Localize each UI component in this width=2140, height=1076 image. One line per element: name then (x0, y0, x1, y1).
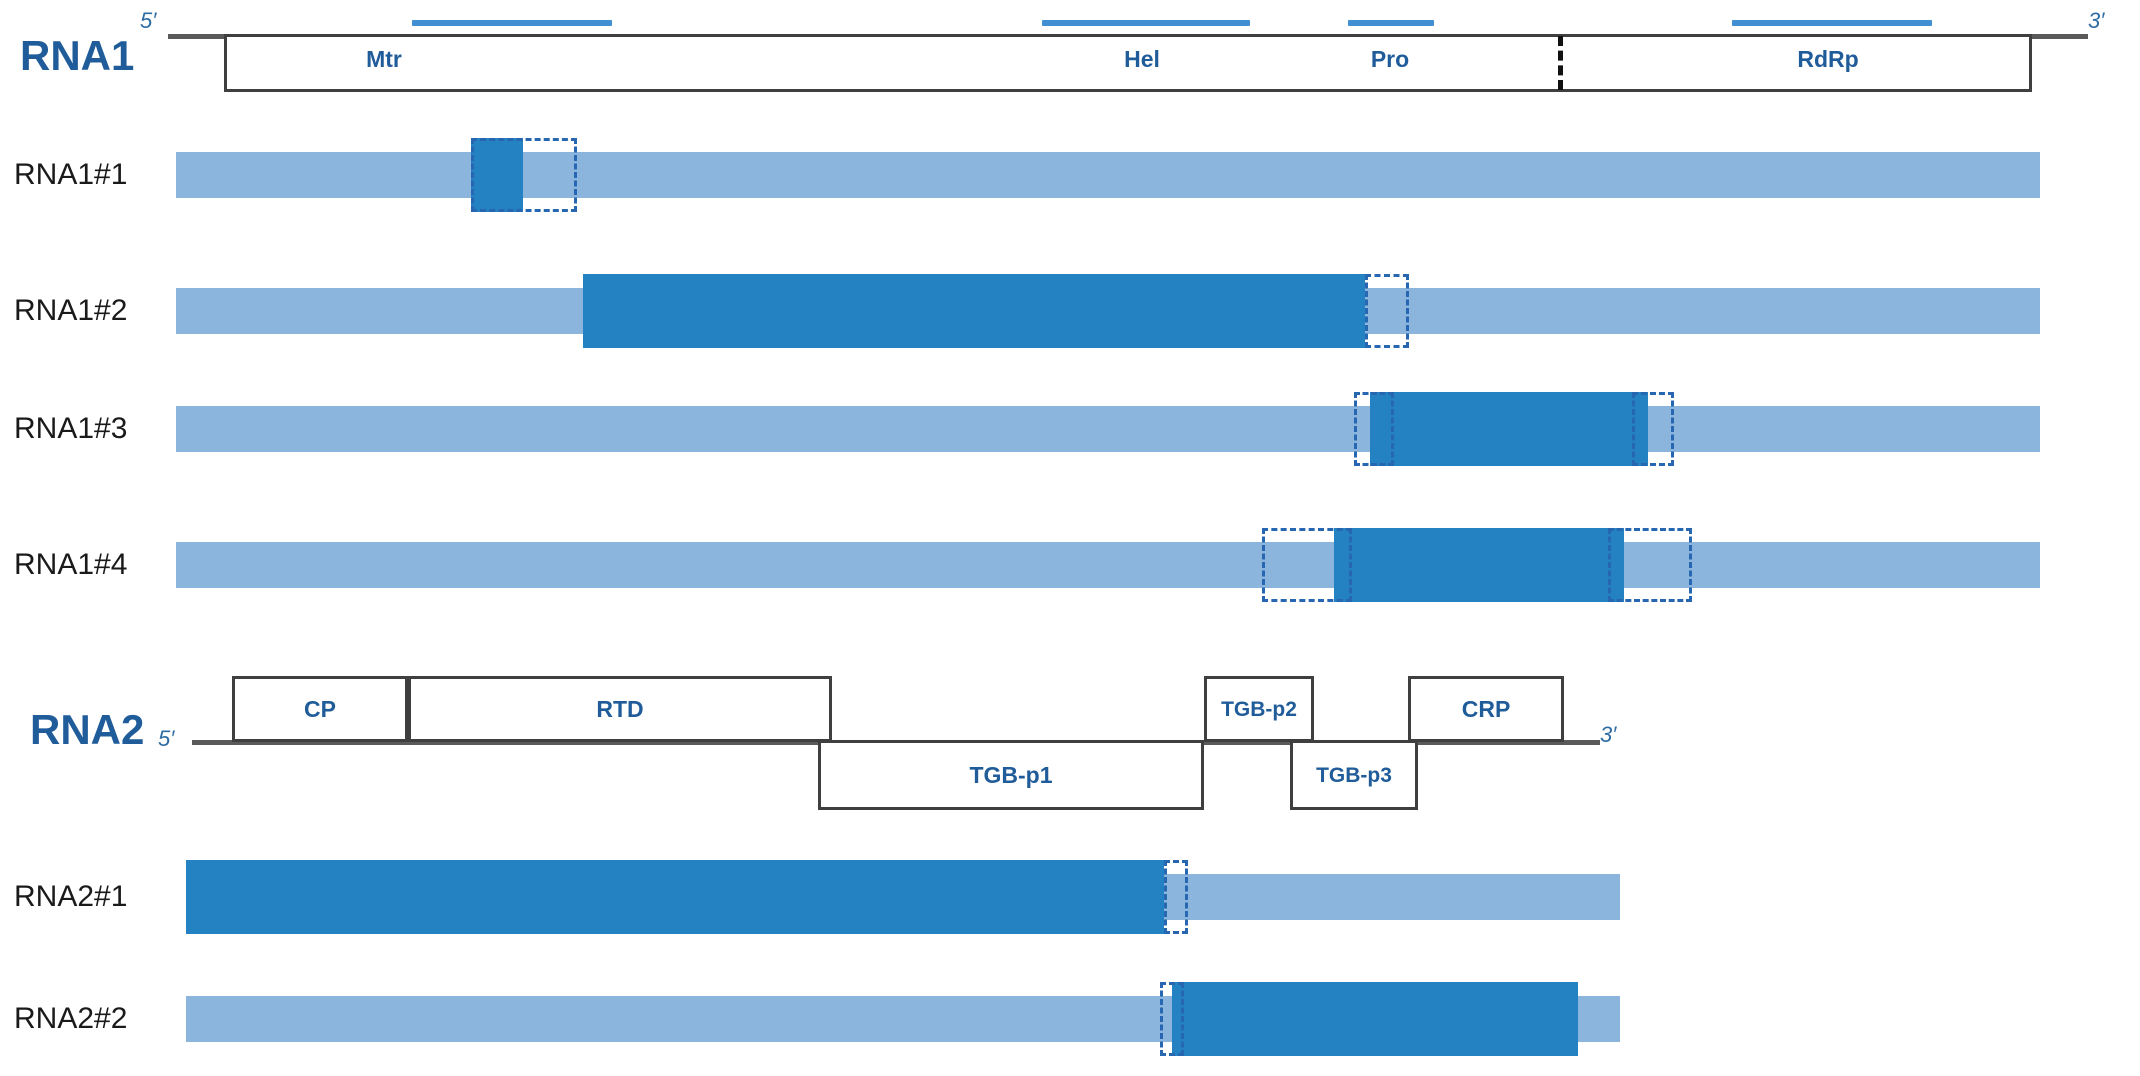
rna1-orf-label-mtr: Mtr (366, 46, 402, 72)
construct-dashbox-rna1-2 (1365, 274, 1409, 348)
construct-label-rna1-3: RNA1#3 (14, 412, 128, 445)
rna2-orf-box-tgbp1: TGB-p1 (818, 740, 1204, 810)
rna1-orf-box (224, 34, 2032, 92)
construct-insert-rna1-4 (1334, 528, 1624, 602)
rna2-orf-label-tgbp1: TGB-p1 (969, 761, 1053, 788)
rna2-orf-box-tgbp2: TGB-p2 (1204, 676, 1314, 742)
construct-insert-rna1-3 (1370, 392, 1648, 466)
rna2-orf-label-tgbp2: TGB-p2 (1221, 697, 1297, 721)
rna1-five-prime-label: 5′ (140, 8, 157, 33)
rna1-probe-rdrp-icon (1732, 20, 1932, 26)
rna2-orf-box-rtd: RTD (408, 676, 832, 742)
genome-title-rna1: RNA1 (20, 32, 135, 79)
construct-dashbox-rna2-2 (1160, 982, 1184, 1056)
rna1-orf-label-hel: Hel (1124, 46, 1160, 72)
rna2-orf-label-cp: CP (304, 695, 336, 722)
rna2-orf-box-cp: CP (232, 676, 408, 742)
genome-title-rna2: RNA2 (30, 706, 145, 753)
rna1-orf-label-pro: Pro (1370, 46, 1410, 72)
rna2-orf-box-crp: CRP (1408, 676, 1564, 742)
rna1-probe-mtr-icon (412, 20, 612, 26)
construct-insert-rna2-2 (1172, 982, 1578, 1056)
construct-dashbox-left-rna1-4 (1262, 528, 1352, 602)
rna1-pro-rdrp-divider-icon (1558, 36, 1563, 90)
construct-bar-rna1-1 (176, 152, 2040, 198)
construct-dashbox-left-rna1-3 (1354, 392, 1394, 466)
construct-label-rna2-1: RNA2#1 (14, 880, 128, 913)
construct-insert-rna2-1 (186, 860, 1164, 934)
construct-label-rna1-1: RNA1#1 (14, 158, 128, 191)
construct-dashbox-rna2-1 (1164, 860, 1188, 934)
construct-dashbox-rna1-1 (471, 138, 577, 212)
construct-bar-rna1-3 (176, 406, 2040, 452)
construct-insert-rna1-2 (583, 274, 1365, 348)
construct-dashbox-right-rna1-3 (1632, 392, 1674, 466)
rna2-orf-label-rtd: RTD (596, 695, 644, 722)
rna1-orf-label-rdrp: RdRp (1797, 46, 1859, 72)
rna1-three-prime-label: 3′ (2088, 8, 2105, 33)
rna1-probe-hel-icon (1042, 20, 1250, 26)
construct-dashbox-right-rna1-4 (1608, 528, 1692, 602)
construct-label-rna2-2: RNA2#2 (14, 1002, 128, 1035)
construct-insert-rna1-1 (471, 138, 523, 212)
rna2-three-prime-label: 3′ (1600, 722, 1617, 747)
rna2-orf-box-tgbp3: TGB-p3 (1290, 740, 1418, 810)
construct-bar-rna1-4 (176, 542, 2040, 588)
construct-label-rna1-4: RNA1#4 (14, 548, 128, 581)
rna2-orf-label-tgbp3: TGB-p3 (1316, 763, 1392, 787)
rna1-probe-pro-icon (1348, 20, 1434, 26)
rna2-five-prime-label: 5′ (158, 726, 175, 751)
rna2-orf-label-crp: CRP (1461, 695, 1511, 722)
construct-label-rna1-2: RNA1#2 (14, 294, 128, 327)
